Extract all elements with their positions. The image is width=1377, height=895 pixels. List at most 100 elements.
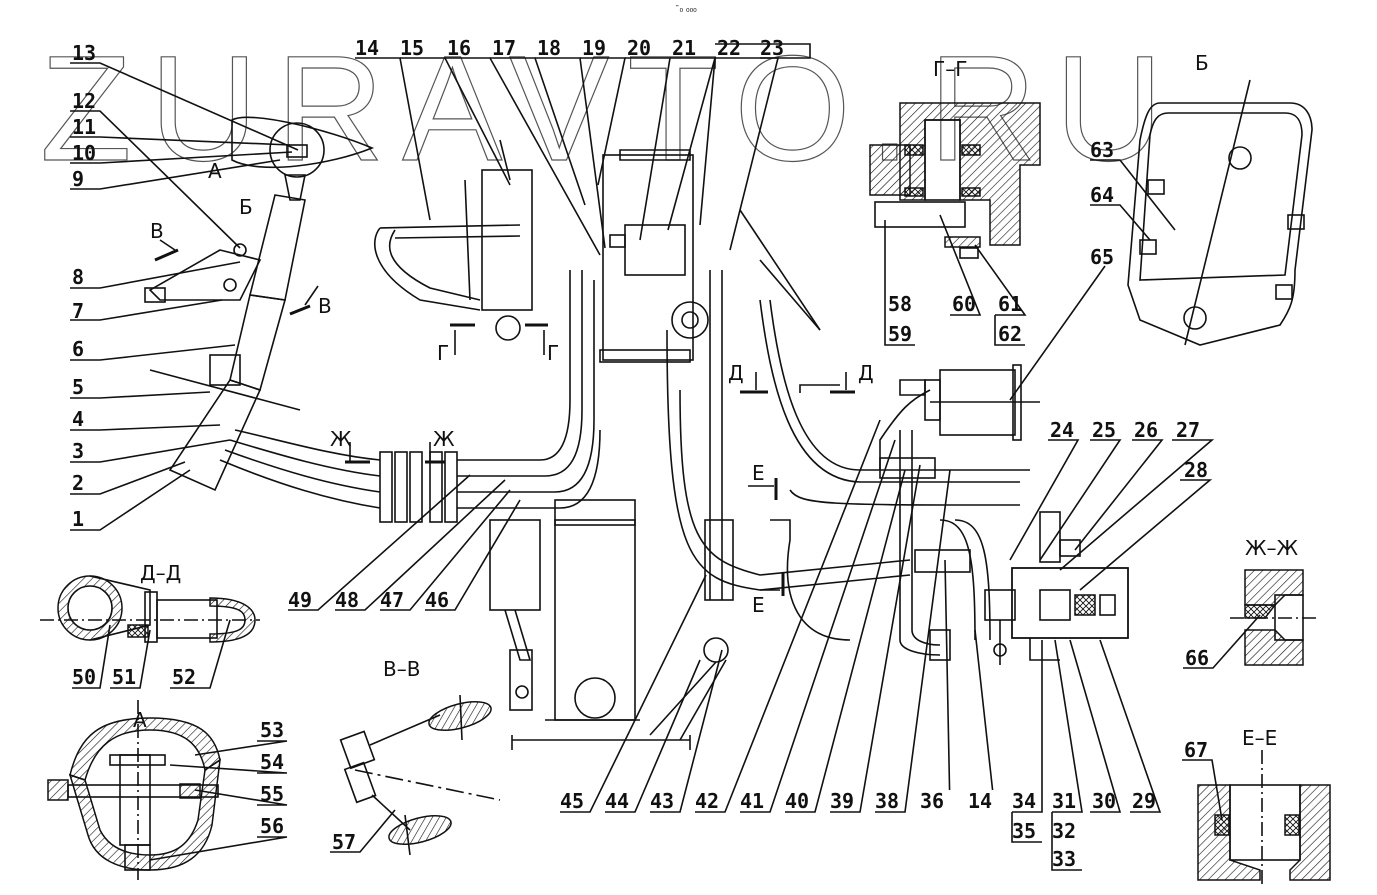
- callout-67: 67: [1184, 738, 1208, 762]
- callout-57: 57: [332, 830, 356, 854]
- callout-26: 26: [1134, 418, 1158, 442]
- callout-34: 34: [1012, 789, 1036, 813]
- title-section-d-d: Д–Д: [140, 561, 181, 585]
- title-view-b: Б: [1195, 51, 1209, 75]
- callout-27: 27: [1176, 418, 1200, 442]
- callout-19: 19: [582, 36, 606, 60]
- callout-9: 9: [72, 167, 84, 191]
- callout-47: 47: [380, 588, 404, 612]
- distributor-valve: [984, 511, 1129, 665]
- callout-12: 12: [72, 89, 96, 113]
- cylinder-65: [799, 364, 1040, 441]
- callout-22: 22: [717, 36, 741, 60]
- callout-55: 55: [260, 782, 284, 806]
- title-section-v-v: В–В: [383, 657, 420, 681]
- callout-18: 18: [537, 36, 561, 60]
- title-view-a: А: [133, 708, 147, 732]
- hose-bundle-left: [219, 270, 601, 523]
- callout-42: 42: [695, 789, 719, 813]
- callout-4: 4: [72, 407, 84, 431]
- callout-58: 58: [888, 292, 912, 316]
- label-section-v-1: В: [150, 219, 164, 243]
- callout-39: 39: [830, 789, 854, 813]
- callout-65: 65: [1090, 245, 1114, 269]
- view-b: [1127, 79, 1313, 346]
- callout-14-b: 14: [968, 789, 992, 813]
- callout-56: 56: [260, 814, 284, 838]
- label-section-zh-2: Ж: [433, 427, 455, 451]
- label-section-g-1: Г: [437, 341, 449, 365]
- callout-48: 48: [335, 588, 359, 612]
- callout-25: 25: [1092, 418, 1116, 442]
- callout-23: 23: [760, 36, 784, 60]
- label-section-g-2: Г: [547, 341, 559, 365]
- callout-14: 14: [355, 36, 379, 60]
- callout-21: 21: [672, 36, 696, 60]
- callout-52: 52: [172, 665, 196, 689]
- callout-8: 8: [72, 265, 84, 289]
- hydraulic-cylinder-lower: [489, 519, 541, 711]
- callout-numbers: 13 12 11 10 9 8 7 6 5 4 3 2 1 14 15 16 1…: [72, 36, 1209, 871]
- callout-53: 53: [260, 718, 284, 742]
- section-markers: [154, 239, 855, 596]
- title-section-g-g: Г–Г: [933, 57, 967, 81]
- callout-32: 32: [1052, 819, 1076, 843]
- callout-36-c: 36: [920, 789, 944, 813]
- leader-lines: [70, 43, 1261, 871]
- callout-61: 61: [998, 292, 1022, 316]
- section-d-d: [40, 575, 260, 643]
- callout-6: 6: [72, 337, 84, 361]
- steering-column: [144, 116, 375, 492]
- callout-40: 40: [785, 789, 809, 813]
- pipes-right: [759, 299, 1030, 661]
- section-g-g: [869, 102, 1041, 259]
- callout-11: 11: [72, 115, 96, 139]
- callout-33: 33: [1052, 847, 1076, 871]
- callout-31: 31: [1052, 789, 1076, 813]
- callout-63: 63: [1090, 138, 1114, 162]
- label-section-d-2: Д: [858, 361, 874, 385]
- label-section-b: Б: [239, 195, 253, 219]
- callout-1: 1: [72, 507, 84, 531]
- callout-59: 59: [888, 322, 912, 346]
- callout-10: 10: [72, 141, 96, 165]
- header-mark: ˉ₀ ₀₀₀: [675, 5, 697, 15]
- callout-44: 44: [605, 789, 629, 813]
- callout-3: 3: [72, 439, 84, 463]
- callout-30: 30: [1092, 789, 1116, 813]
- view-a: [47, 700, 221, 880]
- callout-49: 49: [288, 588, 312, 612]
- callout-43: 43: [650, 789, 674, 813]
- callout-41: 41: [740, 789, 764, 813]
- callout-51: 51: [112, 665, 136, 689]
- callout-35: 35: [1012, 819, 1036, 843]
- callout-64: 64: [1090, 183, 1114, 207]
- section-zh-zh: [1230, 569, 1320, 666]
- callout-62: 62: [998, 322, 1022, 346]
- label-section-e-1: Е: [752, 461, 765, 485]
- callout-46: 46: [425, 588, 449, 612]
- callout-20: 20: [627, 36, 651, 60]
- callout-5: 5: [72, 375, 84, 399]
- callout-54: 54: [260, 750, 284, 774]
- callout-2: 2: [72, 471, 84, 495]
- callout-50: 50: [72, 665, 96, 689]
- callout-66: 66: [1185, 646, 1209, 670]
- label-section-e-2: Е: [752, 593, 765, 617]
- section-e-e: [1197, 750, 1331, 885]
- callout-7: 7: [72, 299, 84, 323]
- label-section-d-1: Д: [728, 361, 744, 385]
- callout-60: 60: [952, 292, 976, 316]
- central-rod: [649, 270, 911, 741]
- callout-24: 24: [1050, 418, 1074, 442]
- callout-17: 17: [492, 36, 516, 60]
- title-section-zh-zh: Ж–Ж: [1245, 536, 1299, 560]
- title-section-e-e: Е–Е: [1242, 726, 1277, 750]
- hydraulic-cylinder-upper: [374, 139, 533, 341]
- label-section-v-2: В: [318, 294, 332, 318]
- main-frame: [511, 149, 821, 750]
- section-v-v: [339, 694, 501, 856]
